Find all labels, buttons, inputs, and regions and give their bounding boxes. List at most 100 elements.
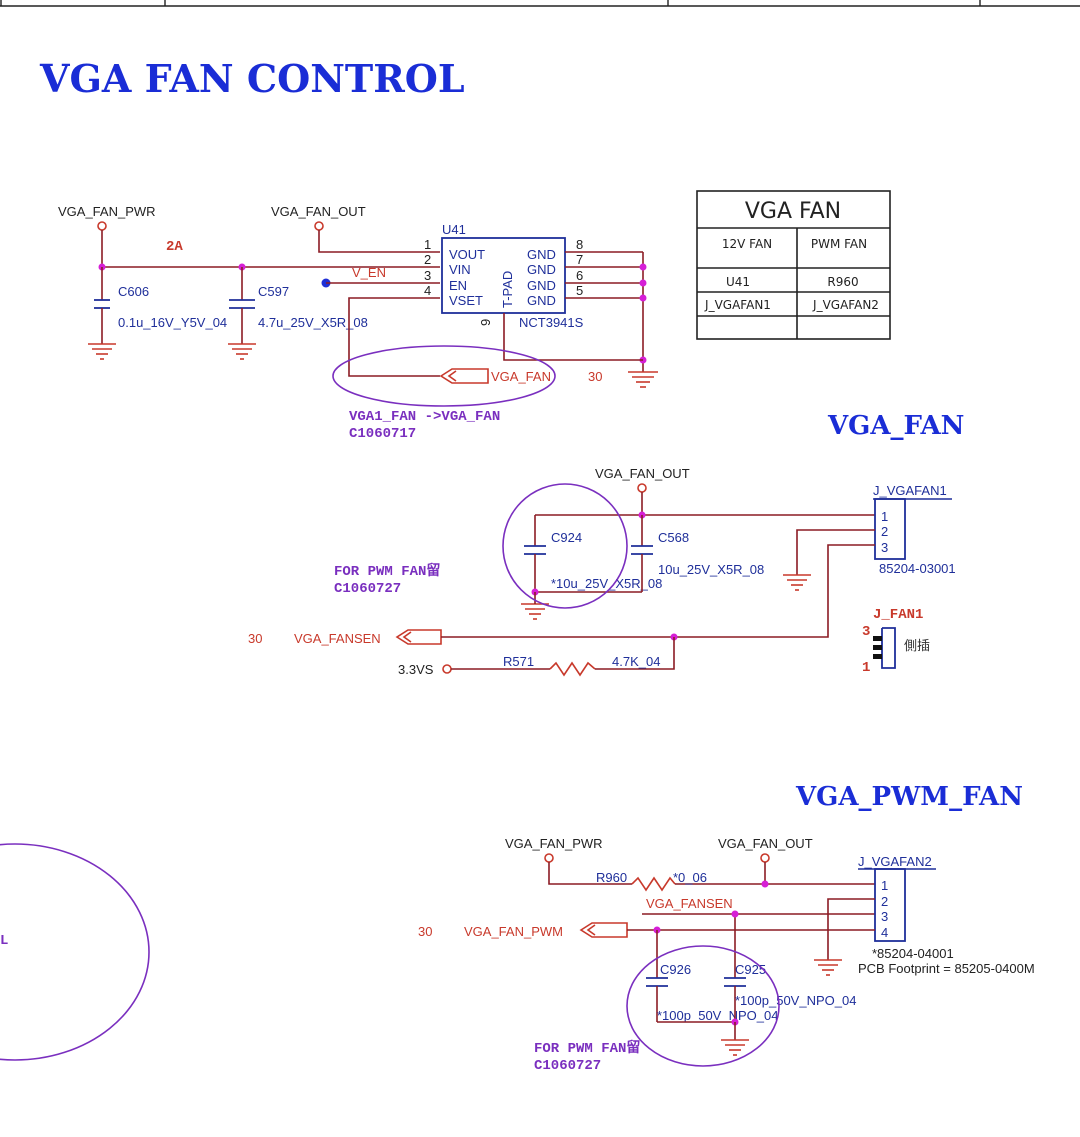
u41-part: NCT3941S (519, 315, 584, 330)
page-frame-top (0, 0, 1080, 7)
j-vgafan2-body (874, 868, 906, 942)
pwm-note2-line2: C1060727 (534, 1058, 601, 1074)
power-port-vga-fan-pwr-2 (544, 853, 554, 863)
vga-fan-section: VGA_FAN VGA_FAN_OUT C924 *10u_25V_X5R_08… (248, 411, 964, 677)
j-vgafan2-pin1: 1 (881, 878, 888, 893)
power-port-vga-fan-out-3 (760, 853, 770, 863)
vga-pwm-fan-section: VGA_PWM_FAN L VGA_FAN_PWR R960 *0_06 VGA… (0, 782, 1035, 1074)
ground-symbol-j-vgafan2 (814, 959, 842, 976)
u41-pin8-num: 8 (576, 237, 583, 252)
page-title: VGA FAN CONTROL (39, 56, 465, 101)
c597-ref: C597 (258, 284, 289, 299)
j-vgafan2-ref: J_VGAFAN2 (858, 854, 932, 869)
c597-value: 4.7u_25V_X5R_08 (258, 315, 368, 330)
j-fan1-pin-top: 3 (862, 624, 870, 640)
net-vga-fan-pwr-label: VGA_FAN_PWR (58, 204, 156, 219)
table-header-12v: 12V FAN (722, 237, 772, 251)
section-vga-pwm-fan-title: VGA_PWM_FAN (795, 782, 1023, 812)
r571-value: 4.7K_04 (612, 654, 660, 669)
u41-pin1-name: VOUT (449, 247, 485, 262)
power-port-3v3 (442, 664, 452, 674)
net-vga-fan-out-label: VGA_FAN_OUT (271, 204, 366, 219)
j-fan1-note: 側插 (904, 639, 930, 654)
j-vgafan1-pin2: 2 (881, 524, 888, 539)
r960-resistor (631, 876, 676, 892)
left-edge-letter: L (0, 933, 8, 949)
net-vga-fansen-label-2: VGA_FANSEN (646, 896, 733, 911)
net-3v3-label: 3.3VS (398, 662, 434, 677)
power-port-vga-fan-pwr (97, 221, 107, 231)
current-label: 2A (166, 239, 183, 255)
j-vgafan2-footprint: PCB Footprint = 85205-0400M (858, 961, 1035, 976)
table-title: VGA FAN (745, 199, 841, 224)
net-vga-fan-pwr-label-2: VGA_FAN_PWR (505, 836, 603, 851)
u41-pin3-name: EN (449, 278, 467, 293)
r571-ref: R571 (503, 654, 534, 669)
power-port-vga-fan-out-2 (637, 483, 647, 493)
net-vga-fansen-label: VGA_FANSEN (294, 631, 381, 646)
ground-symbol-c924 (521, 603, 549, 620)
c606-value: 0.1u_16V_Y5V_04 (118, 315, 227, 330)
u41-pin3-num: 3 (424, 268, 431, 283)
r571-resistor (549, 661, 596, 677)
j-vgafan1-pin3: 3 (881, 540, 888, 555)
r960-ref: R960 (596, 870, 627, 885)
u41-pin2-name: VIN (449, 262, 471, 277)
revision-circle-c924 (502, 483, 628, 609)
table-cell-u41: U41 (726, 275, 750, 289)
j-vgafan2-pin4: 4 (881, 925, 888, 940)
u41-pin4-num: 4 (424, 283, 431, 298)
ground-symbol-c606 (88, 343, 116, 360)
table-header-pwm: PWM FAN (811, 237, 867, 251)
j-vgafan1-ref: J_VGAFAN1 (873, 483, 947, 498)
revision-circle-left (0, 843, 150, 1061)
u41-pin2-num: 2 (424, 252, 431, 267)
c926-ref: C926 (660, 962, 691, 977)
u41-ic: U41 1 2 3 4 VOUT VIN EN VSET GND GND GND… (424, 222, 584, 330)
c925-value: *100p_50V_NPO_04 (735, 993, 856, 1008)
table-cell-r960: R960 (827, 275, 858, 289)
r960-value: *0_06 (673, 870, 707, 885)
c568-value: 10u_25V_X5R_08 (658, 562, 764, 577)
revision-circle-c926-c925 (626, 945, 780, 1067)
net-vga-fan-pwm-label: VGA_FAN_PWM (464, 924, 563, 939)
vga-fan-pwm-page-ref: 30 (418, 924, 432, 939)
u41-pin6-num: 6 (576, 268, 583, 283)
u41-pin8-name: GND (527, 247, 556, 262)
j-fan1-pin-bottom: 1 (862, 660, 870, 676)
vga-fan-page-ref: 30 (588, 369, 602, 384)
vga-fan-table: VGA FAN 12V FAN PWM FAN U41 R960 J_VGAFA… (696, 190, 891, 340)
j-vgafan1-part: 85204-03001 (879, 561, 956, 576)
u41-pin7-num: 7 (576, 252, 583, 267)
j-fan1-symbol (873, 627, 896, 669)
pwm-note-line2: C1060727 (334, 581, 401, 597)
j-vgafan2-pin3: 3 (881, 909, 888, 924)
pwm-note2-line1: FOR PWM FAN留 (534, 1039, 640, 1057)
c568-ref: C568 (658, 530, 689, 545)
vga-fansen-page-ref: 30 (248, 631, 262, 646)
change-note-line2: C1060717 (349, 426, 416, 442)
net-vga-fan-out-label-3: VGA_FAN_OUT (718, 836, 813, 851)
power-port-vga-fan-out (314, 221, 324, 231)
ground-symbol-u41 (628, 371, 658, 388)
u41-tpad-label: T-PAD (500, 271, 515, 308)
table-cell-j-vgafan2: J_VGAFAN2 (812, 298, 879, 312)
c606-ref: C606 (118, 284, 149, 299)
net-vga-fan-out-label-2: VGA_FAN_OUT (595, 466, 690, 481)
j-vgafan1-body (874, 498, 906, 560)
table-cell-j-vgafan1: J_VGAFAN1 (704, 298, 771, 312)
u41-ref: U41 (442, 222, 466, 237)
j-vgafan2-part: *85204-04001 (872, 946, 954, 961)
u41-pin6-name: GND (527, 278, 556, 293)
revision-circle-vga-fan (332, 345, 556, 407)
c924-ref: C924 (551, 530, 582, 545)
j-fan1-ref: J_FAN1 (873, 607, 923, 623)
u41-pin5-name: GND (527, 293, 556, 308)
c926-value: *100p_50V_NPO_04 (657, 1008, 778, 1023)
j-vgafan1-pin1: 1 (881, 509, 888, 524)
c925-ref: C925 (735, 962, 766, 977)
section-vga-fan-title: VGA_FAN (827, 411, 964, 441)
u41-pin7-name: GND (527, 262, 556, 277)
ground-symbol-c597 (228, 343, 256, 360)
